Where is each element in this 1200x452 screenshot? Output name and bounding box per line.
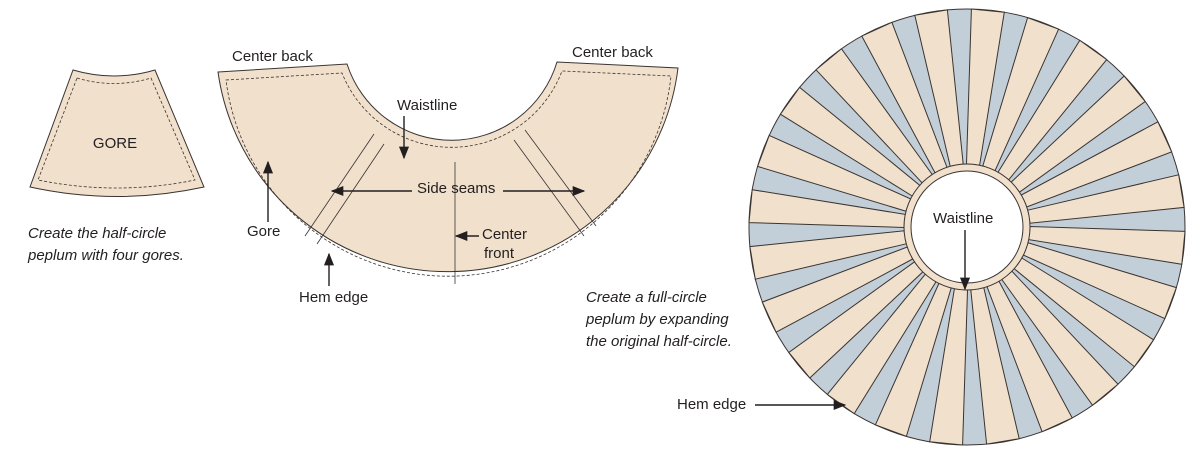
full-circle-caption: Create a full-circle peplum by expanding… bbox=[585, 289, 732, 350]
full-circle-caption-line-2: peplum by expanding bbox=[585, 311, 729, 328]
waistline-label-full: Waistline bbox=[933, 210, 993, 227]
gore-caption: Create the half-circle peplum with four … bbox=[27, 225, 184, 264]
waistline-label-half: Waistline bbox=[397, 97, 457, 114]
center-front-label-1: Center bbox=[482, 226, 527, 243]
full-circle-segments bbox=[748, 8, 1186, 446]
gore-caption-line-1: Create the half-circle bbox=[28, 225, 166, 242]
center-back-right-label: Center back bbox=[572, 44, 653, 61]
full-circle-caption-line-3: the original half-circle. bbox=[586, 333, 732, 350]
hem-edge-label-half: Hem edge bbox=[299, 289, 368, 306]
center-back-left-label: Center back bbox=[232, 48, 313, 65]
full-circle-peplum bbox=[748, 8, 1186, 446]
full-circle-waist-opening bbox=[910, 170, 1024, 284]
gore-piece: GORE bbox=[29, 69, 205, 197]
gore-label-half: Gore bbox=[247, 223, 280, 240]
hem-edge-label-full: Hem edge bbox=[677, 396, 746, 413]
side-seams-label: Side seams bbox=[417, 180, 495, 197]
gore-caption-line-2: peplum with four gores. bbox=[27, 247, 184, 264]
full-circle-caption-line-1: Create a full-circle bbox=[586, 289, 707, 306]
half-circle-peplum bbox=[217, 61, 679, 284]
center-front-label-2: front bbox=[484, 245, 515, 262]
gore-label: GORE bbox=[93, 135, 137, 152]
